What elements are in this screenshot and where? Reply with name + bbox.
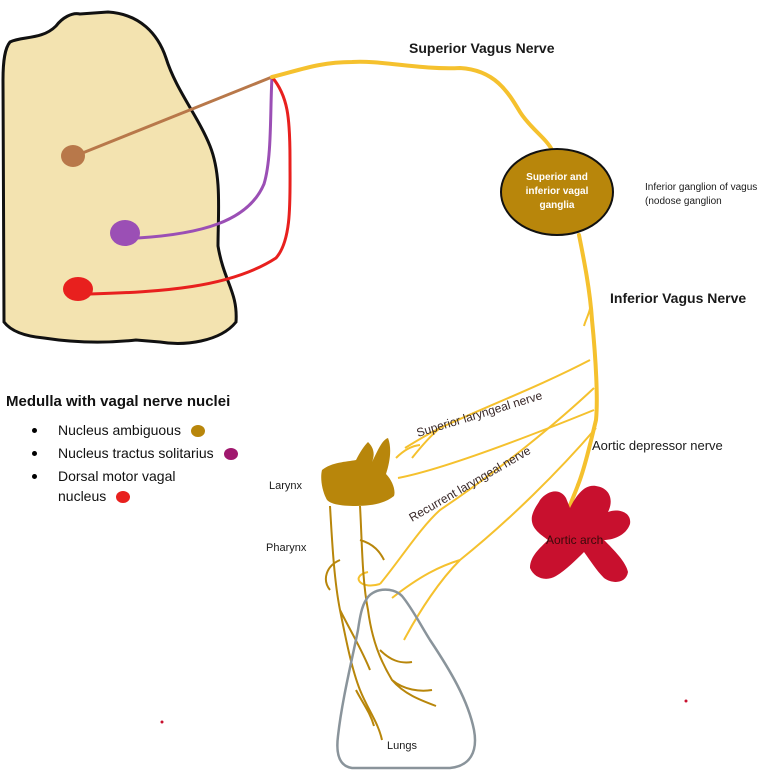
inferior-vagus-label: Inferior Vagus Nerve: [610, 290, 747, 306]
inferior-ganglion-line1: Inferior ganglion of vagus: [645, 182, 758, 193]
larynx-shape: [321, 438, 395, 506]
legend-item-nucleus-tractus-solitarius: Nucleus tractus solitarius: [6, 443, 306, 463]
legend-swatch: [223, 448, 238, 461]
aortic-arch-shape: [530, 485, 631, 582]
superior-laryngeal-nerve: [411, 359, 591, 459]
nucleus-tractus-solitarius-blob: [110, 220, 140, 246]
lungs-label: Lungs: [387, 740, 417, 752]
superior-laryngeal-label: Superior laryngeal nerve: [415, 388, 544, 440]
aortic-arch-label: Aortic arch: [546, 533, 604, 547]
dorsal-motor-fiber: [89, 76, 292, 296]
ambiguous-fiber: [79, 75, 273, 156]
vagal-branch-to-lungs: [391, 427, 597, 641]
superior-laryngeal-branch: [395, 427, 441, 459]
legend-item-nucleus-ambiguous: Nucleus ambiguous: [6, 420, 306, 440]
stray-dot: [160, 720, 164, 724]
dorsal-motor-nucleus-blob: [63, 277, 93, 301]
pharynx-label: Pharynx: [266, 542, 307, 554]
legend-list: Nucleus ambiguous Nucleus tractus solita…: [6, 420, 306, 506]
medulla-shape: [1, 10, 238, 345]
legend-item-dorsal-motor: Dorsal motor vagal nucleus: [6, 466, 208, 506]
legend: Medulla with vagal nerve nuclei Nucleus …: [6, 393, 306, 509]
recurrent-laryngeal-nerve: [379, 387, 595, 585]
inferior-vagus-nerve: [576, 233, 599, 487]
bullet-icon: [32, 474, 37, 479]
inferior-ganglion-note: Inferior ganglion of vagus (nodose gangl…: [645, 181, 757, 209]
vagus-sprig: [583, 299, 592, 327]
lungs-outline: [336, 588, 477, 770]
bullet-icon: [32, 428, 37, 433]
legend-item-label: Dorsal motor vagal nucleus: [58, 468, 176, 504]
bullet-icon: [32, 451, 37, 456]
nucleus-ambiguous-blob: [61, 145, 85, 167]
stray-dot: [684, 699, 688, 703]
ganglia-label: Superior and inferior vagal ganglia: [525, 172, 589, 211]
larynx-label: Larynx: [269, 480, 303, 492]
legend-item-label: Nucleus tractus solitarius: [58, 445, 214, 461]
superior-vagus-label: Superior Vagus Nerve: [409, 40, 555, 56]
superior-vagus-nerve: [270, 59, 554, 152]
legend-swatch: [116, 491, 131, 504]
legend-item-label: Nucleus ambiguous: [58, 422, 181, 438]
vagal-ganglia: [500, 148, 614, 236]
inferior-ganglion-line2: (nodose ganglion: [645, 196, 722, 207]
solitarius-fiber: [137, 76, 274, 240]
legend-swatch: [190, 425, 205, 438]
aortic-depressor-label: Aortic depressor nerve: [592, 438, 723, 453]
legend-title: Medulla with vagal nerve nuclei: [6, 393, 231, 410]
